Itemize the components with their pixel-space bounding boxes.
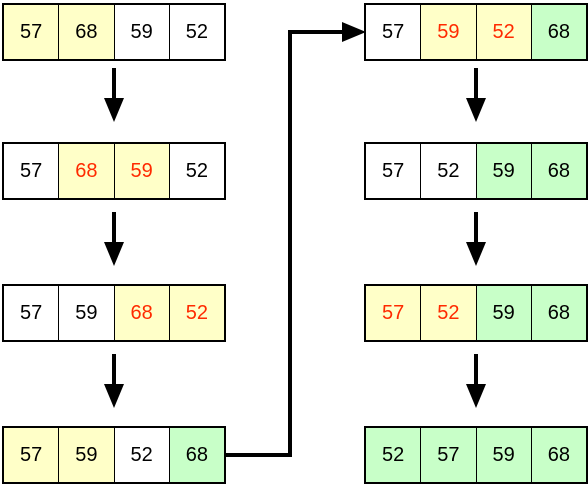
left-row-1: 57 68 59 52 (2, 3, 226, 61)
cell: 57 (4, 5, 60, 59)
cell: 59 (476, 428, 532, 482)
cell: 52 (169, 5, 224, 59)
cell: 68 (531, 428, 586, 482)
cell: 68 (59, 144, 115, 198)
cell: 52 (169, 144, 224, 198)
cell: 52 (421, 286, 477, 340)
right-down-arrow-2 (466, 212, 486, 266)
cell: 59 (59, 428, 115, 482)
cell: 59 (114, 144, 170, 198)
left-down-arrow-1 (104, 68, 124, 122)
right-down-arrow-1 (466, 68, 486, 122)
cell: 59 (114, 5, 170, 59)
cell: 57 (4, 428, 60, 482)
right-row-2: 57 52 59 68 (364, 142, 588, 200)
cell: 52 (476, 5, 532, 59)
cell: 68 (114, 286, 170, 340)
cell: 52 (421, 144, 477, 198)
cell: 57 (4, 144, 60, 198)
left-row-4: 57 59 52 68 (2, 426, 226, 484)
left-down-arrow-3 (104, 354, 124, 408)
cell: 57 (4, 286, 60, 340)
right-row-4: 52 57 59 68 (364, 426, 588, 484)
cell: 59 (476, 144, 532, 198)
cell: 59 (59, 286, 115, 340)
cell: 52 (114, 428, 170, 482)
right-row-1: 57 59 52 68 (364, 3, 588, 61)
cell: 68 (169, 428, 224, 482)
cell: 57 (421, 428, 477, 482)
cell: 57 (366, 144, 422, 198)
cell: 68 (59, 5, 115, 59)
connector-arrow (226, 22, 366, 457)
right-down-arrow-3 (466, 354, 486, 408)
left-down-arrow-2 (104, 212, 124, 266)
cell: 68 (531, 286, 586, 340)
cell: 57 (366, 286, 422, 340)
left-row-3: 57 59 68 52 (2, 284, 226, 342)
left-row-2: 57 68 59 52 (2, 142, 226, 200)
cell: 68 (531, 144, 586, 198)
cell: 68 (531, 5, 586, 59)
right-row-3: 57 52 59 68 (364, 284, 588, 342)
cell: 52 (366, 428, 422, 482)
cell: 59 (421, 5, 477, 59)
cell: 57 (366, 5, 422, 59)
cell: 59 (476, 286, 532, 340)
cell: 52 (169, 286, 224, 340)
